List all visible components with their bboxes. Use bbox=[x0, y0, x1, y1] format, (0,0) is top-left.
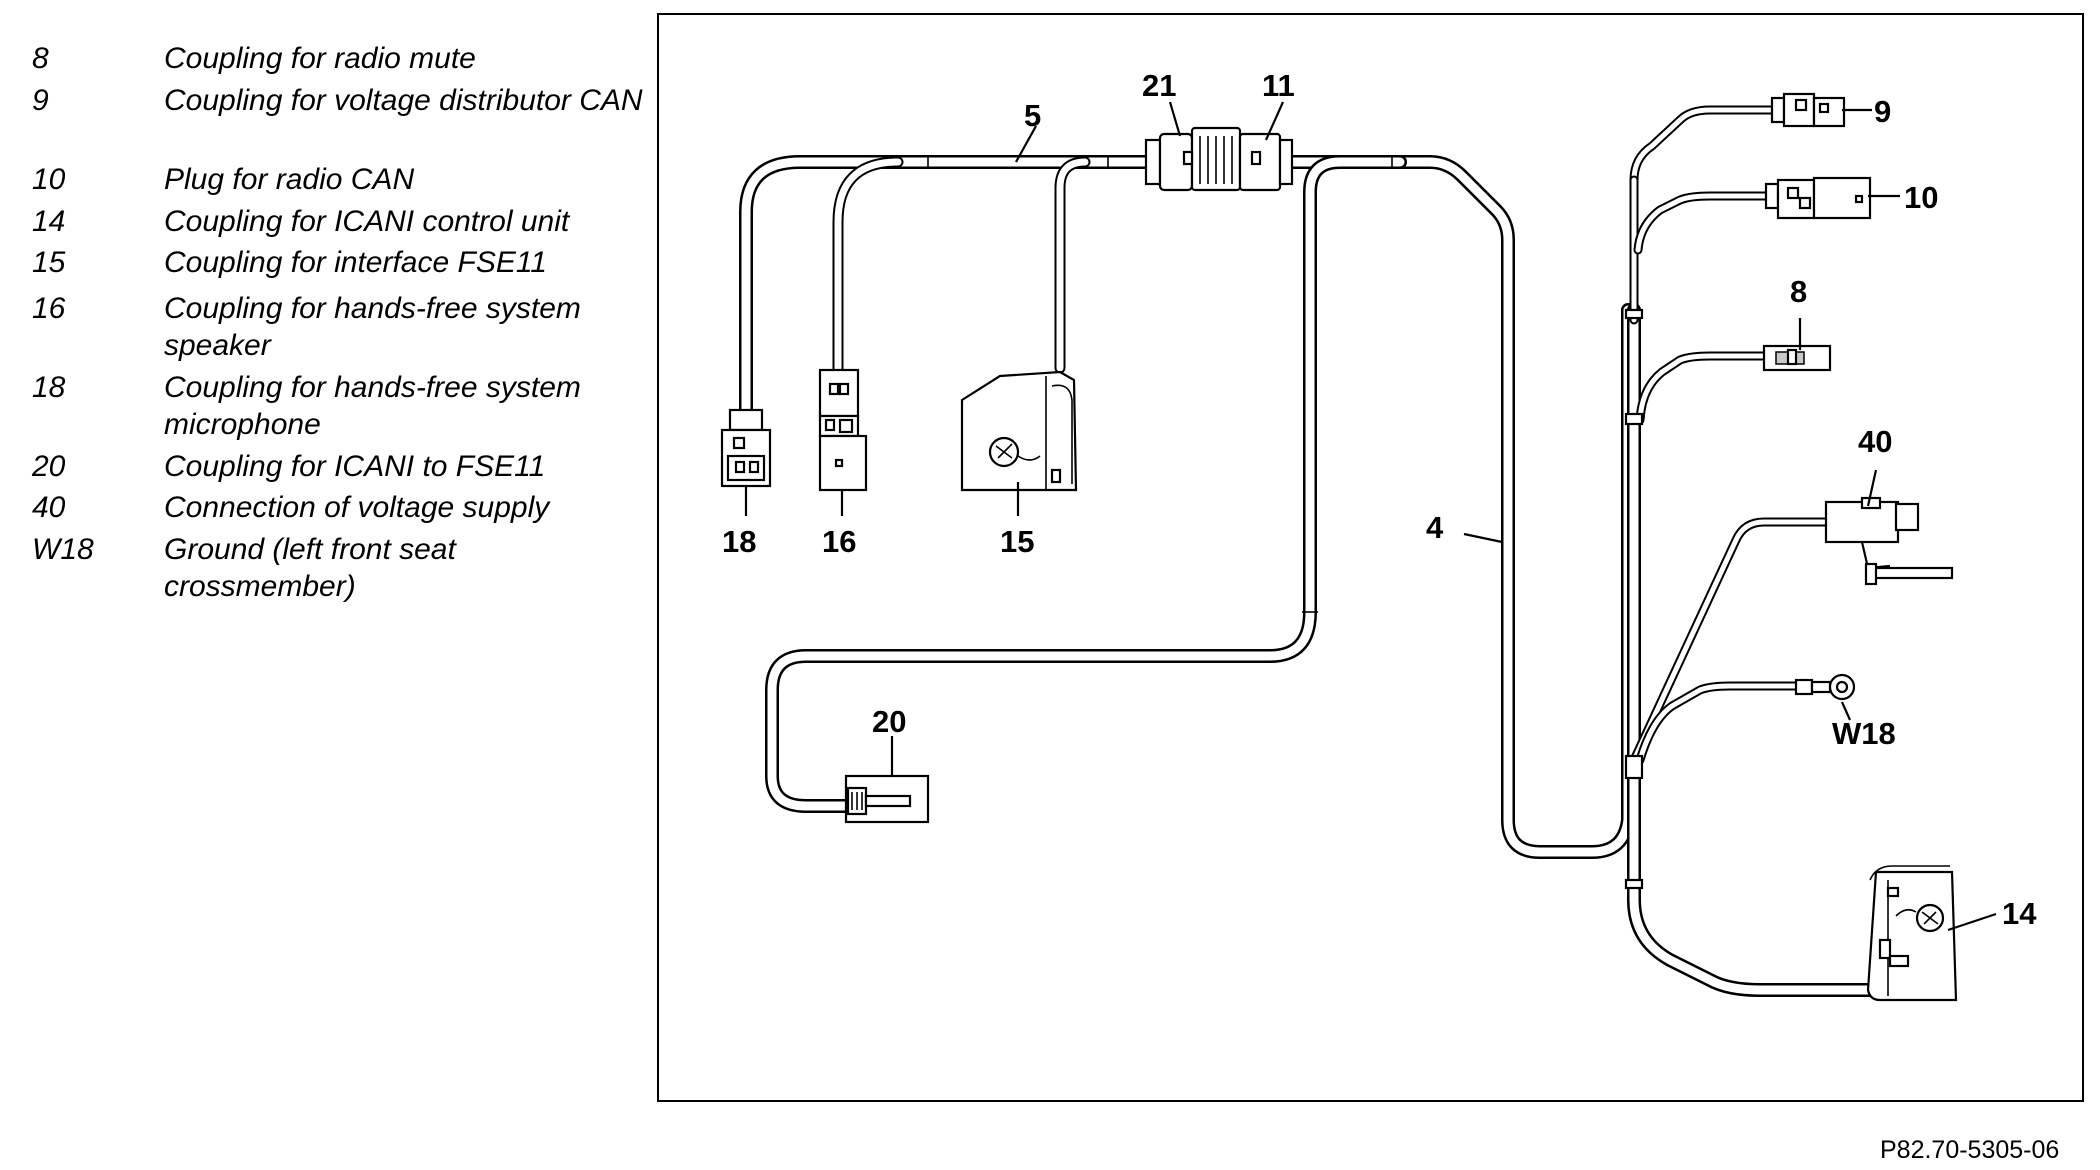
legend-text: Connection of voltage supply bbox=[164, 491, 550, 524]
callout-15: 15 bbox=[1000, 524, 1034, 559]
legend-text: Coupling for voltage distributor CAN bbox=[164, 84, 643, 117]
callout-4: 4 bbox=[1426, 510, 1444, 545]
legend-id: 18 bbox=[32, 371, 66, 404]
callout-9: 9 bbox=[1874, 94, 1891, 129]
legend-id: 15 bbox=[32, 246, 66, 279]
figure-reference: P82.70-5305-06 bbox=[1880, 1136, 2060, 1164]
legend-id: 14 bbox=[32, 205, 66, 238]
connector-16 bbox=[818, 368, 868, 492]
callout-11: 11 bbox=[1262, 68, 1295, 103]
leader-lines bbox=[744, 101, 1997, 932]
legend-text: Ground (left front seat crossmember) bbox=[164, 533, 456, 603]
legend-id: 8 bbox=[32, 42, 49, 75]
callout-8: 8 bbox=[1790, 274, 1807, 309]
legend-id: 9 bbox=[32, 84, 49, 117]
legend-text: Coupling for ICANI control unit bbox=[164, 205, 570, 238]
legend-id: 10 bbox=[32, 163, 66, 196]
legend-text: Coupling for radio mute bbox=[164, 42, 476, 75]
legend-text: Coupling for ICANI to FSE11 bbox=[164, 450, 546, 483]
callout-40: 40 bbox=[1858, 424, 1892, 459]
connector-10 bbox=[1764, 176, 1872, 220]
legend: 8 Coupling for radio mute 9 Coupling for… bbox=[0, 0, 660, 640]
connector-15 bbox=[960, 370, 1078, 492]
legend-id: 20 bbox=[32, 450, 66, 483]
callout-w18: W18 bbox=[1832, 716, 1896, 751]
legend-id: 16 bbox=[32, 292, 66, 325]
callout-5: 5 bbox=[1024, 98, 1041, 133]
connector-18 bbox=[720, 408, 772, 488]
connector-40 bbox=[1824, 496, 1954, 586]
connector-14 bbox=[1866, 865, 1958, 1002]
legend-text: Plug for radio CAN bbox=[164, 163, 415, 196]
legend-text: Coupling for hands-free system microphon… bbox=[164, 371, 581, 441]
callout-14: 14 bbox=[2002, 896, 2037, 931]
callout-18: 18 bbox=[722, 524, 756, 559]
callout-21: 21 bbox=[1142, 68, 1176, 103]
legend-id: 40 bbox=[32, 491, 66, 524]
callout-20: 20 bbox=[872, 704, 906, 739]
callout-16: 16 bbox=[822, 524, 856, 559]
callout-10: 10 bbox=[1904, 180, 1938, 215]
diagram-frame bbox=[657, 13, 2084, 1102]
connector-8 bbox=[1762, 344, 1832, 372]
ground-eyelet-w18 bbox=[1794, 673, 1856, 701]
cable-5 bbox=[739, 155, 1155, 419]
cable-4 bbox=[765, 155, 1635, 859]
connector-9 bbox=[1770, 92, 1846, 128]
right-trunk bbox=[1624, 105, 1907, 997]
legend-id: W18 bbox=[32, 533, 94, 566]
callout-labels: 21 11 5 9 10 8 40 4 W18 14 18 16 15 20 bbox=[722, 68, 2037, 931]
connector-20 bbox=[844, 774, 930, 824]
legend-text: Coupling for hands-free system speaker bbox=[164, 292, 581, 362]
connector-21-11 bbox=[1144, 126, 1294, 192]
legend-text: Coupling for interface FSE11 bbox=[164, 246, 547, 279]
